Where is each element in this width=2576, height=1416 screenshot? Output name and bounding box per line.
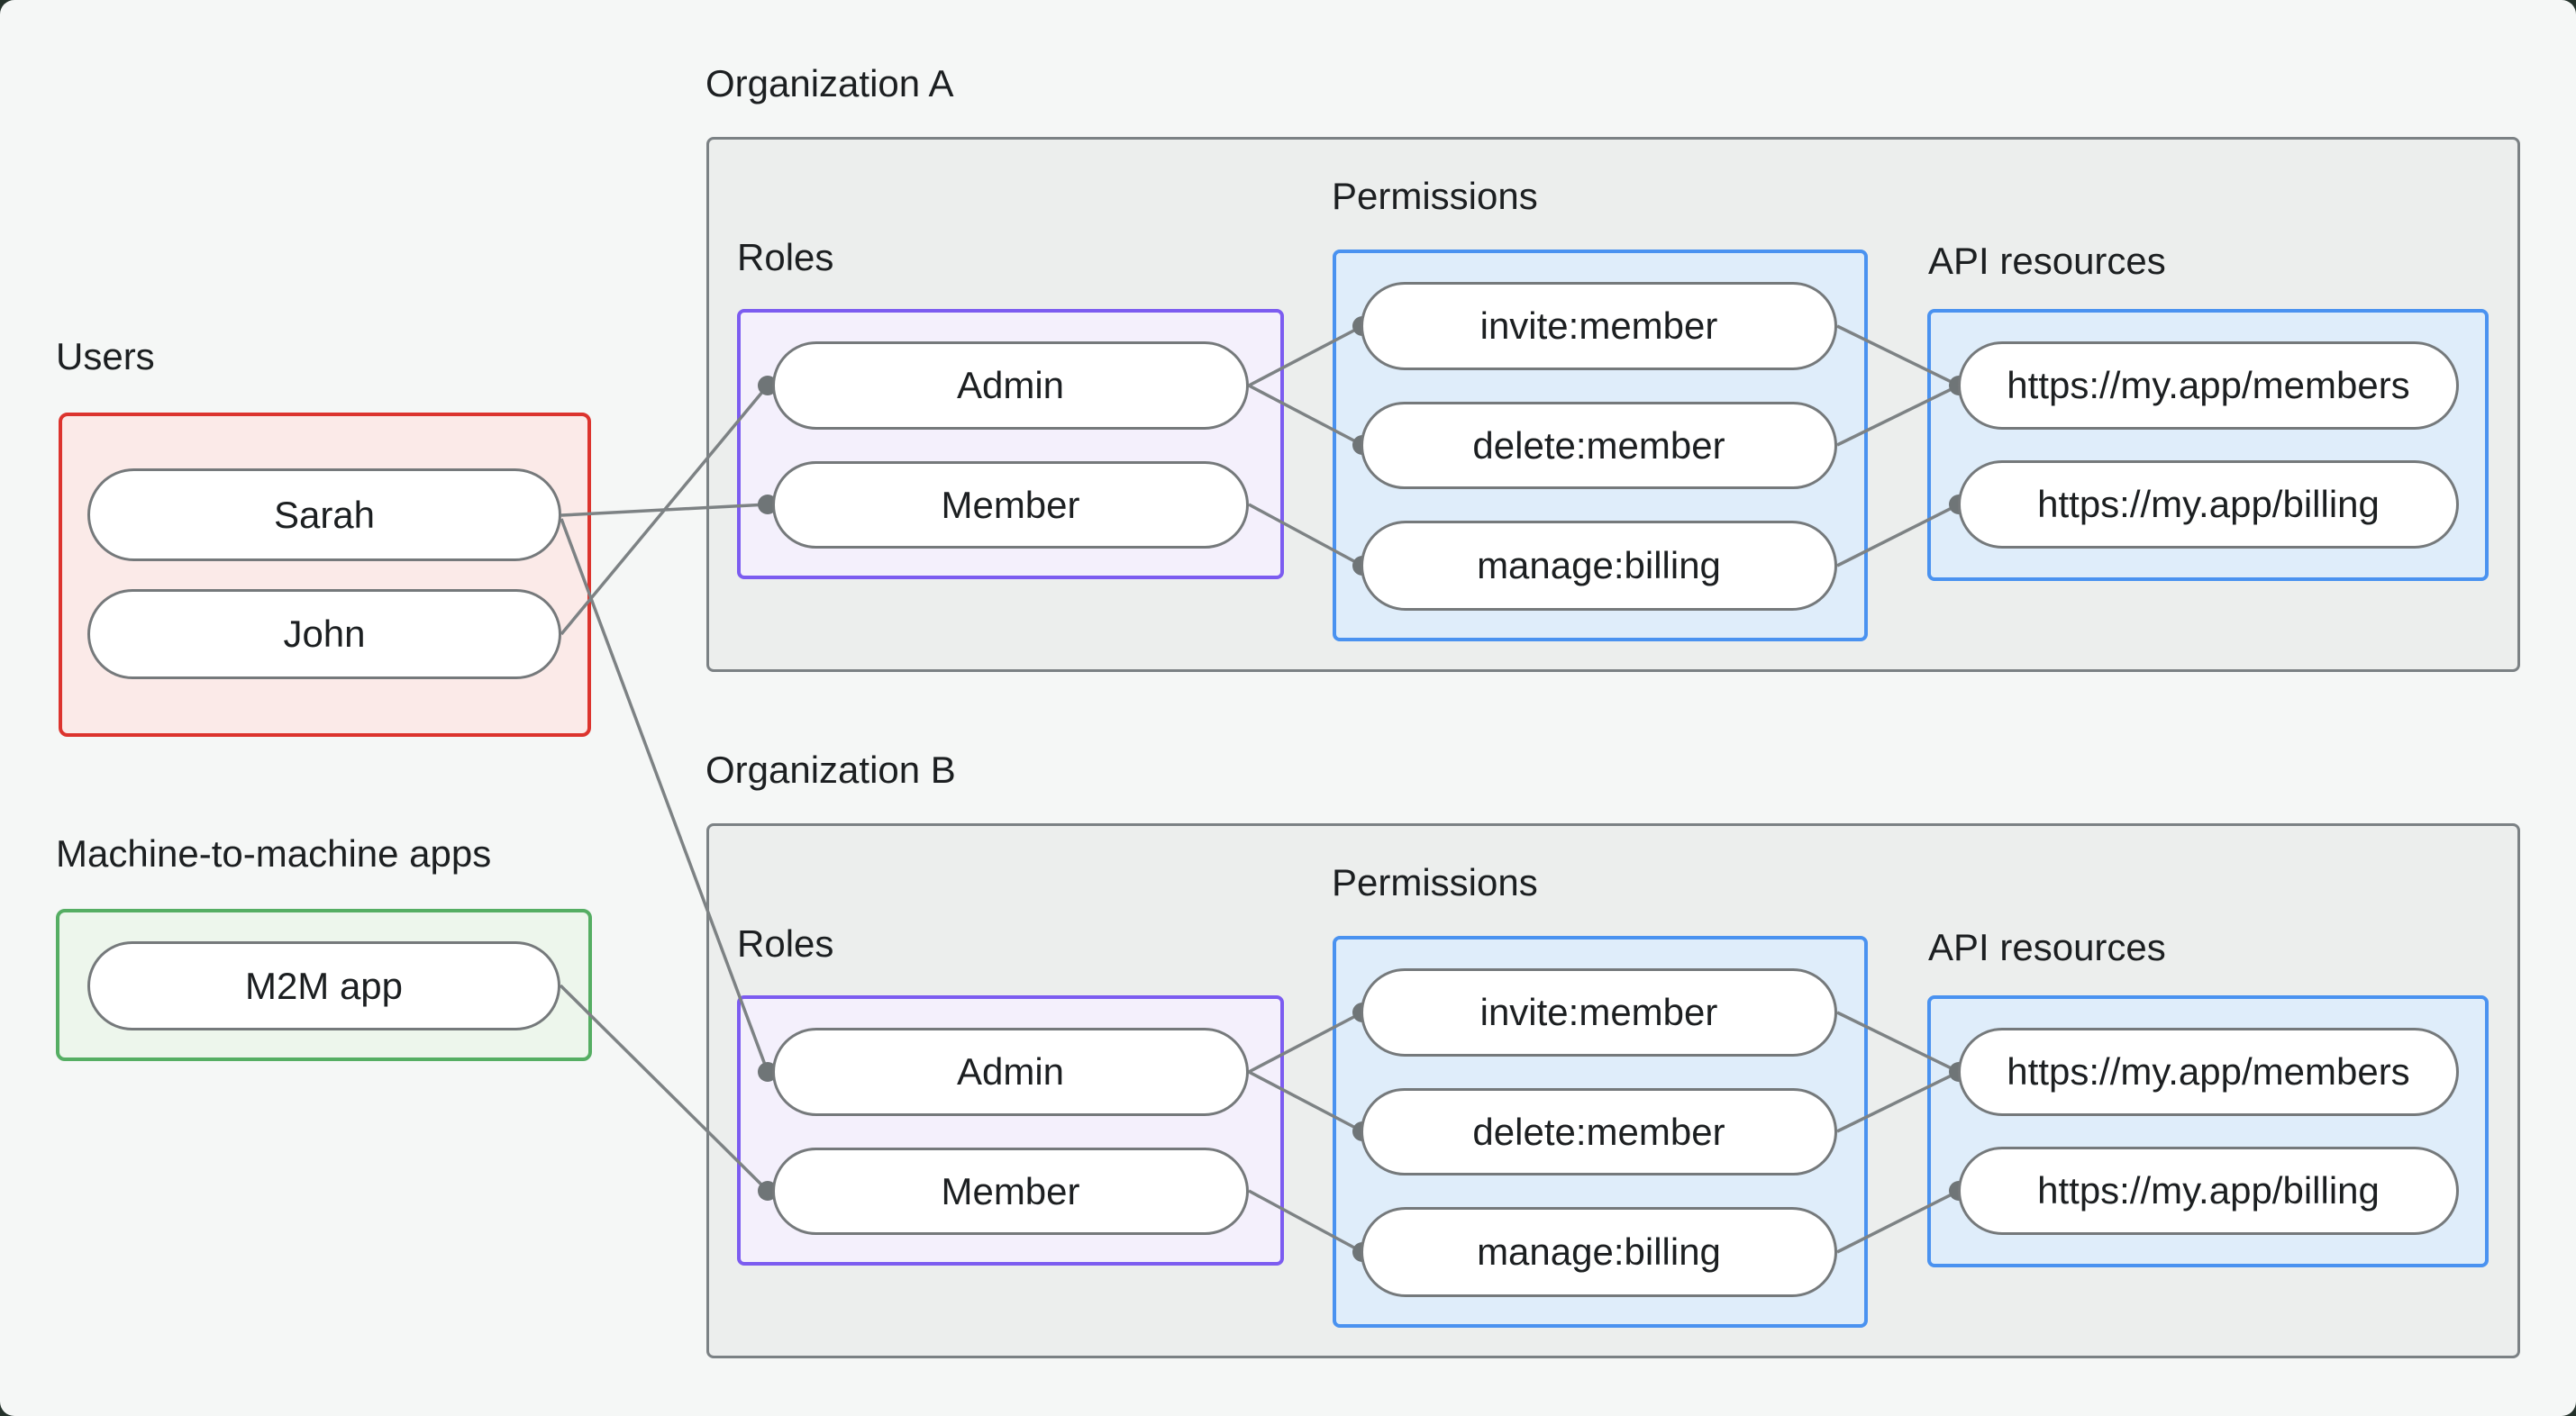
- org-a-role-member: Member: [772, 461, 1249, 549]
- edge-admin-invite-org-b: [1248, 1011, 1363, 1074]
- edge-manage-billing-org-b: [1836, 1189, 1960, 1254]
- org-b-permission-manage-billing: manage:billing: [1361, 1207, 1837, 1297]
- org-a-roles-label: Roles: [737, 236, 834, 278]
- edge-manage-billing-org-a: [1836, 503, 1960, 567]
- org-b-title: Organization B: [705, 749, 956, 791]
- edge-member-manage-org-a: [1248, 503, 1363, 567]
- edge-invite-members-org-a: [1836, 324, 1960, 387]
- users-section-label: Users: [56, 335, 155, 377]
- org-b-roles-label: Roles: [737, 922, 834, 965]
- user-node-john: John: [87, 589, 561, 679]
- org-b-api-resources-label: API resources: [1928, 926, 2166, 968]
- edge-sarah-admin-org-b: [560, 518, 769, 1073]
- users-group-box: [59, 413, 591, 737]
- org-a-permission-manage-billing: manage:billing: [1361, 521, 1837, 611]
- org-a-permissions-label: Permissions: [1332, 175, 1538, 217]
- m2m-app-node: M2M app: [87, 941, 560, 1030]
- org-a-permission-invite-member: invite:member: [1361, 282, 1837, 370]
- edge-john-admin-org-a: [560, 384, 769, 636]
- org-a-permission-delete-member: delete:member: [1361, 402, 1837, 489]
- edge-admin-delete-org-a: [1248, 384, 1363, 447]
- edge-delete-members-org-b: [1836, 1070, 1960, 1133]
- edge-admin-invite-org-a: [1248, 324, 1363, 387]
- org-a-role-admin: Admin: [772, 341, 1249, 430]
- org-b-api-billing: https://my.app/billing: [1958, 1147, 2459, 1235]
- edges-group: [559, 324, 1960, 1254]
- org-a-api-members: https://my.app/members: [1958, 341, 2459, 430]
- org-b-role-admin: Admin: [772, 1028, 1249, 1116]
- org-b-permission-invite-member: invite:member: [1361, 968, 1837, 1057]
- edge-m2m-member-org-b: [559, 984, 769, 1193]
- org-b-permissions-label: Permissions: [1332, 861, 1538, 903]
- edge-delete-members-org-a: [1836, 384, 1960, 447]
- org-a-title: Organization A: [705, 62, 954, 104]
- user-node-sarah: Sarah: [87, 468, 561, 561]
- org-a-api-billing: https://my.app/billing: [1958, 460, 2459, 549]
- org-b-permission-delete-member: delete:member: [1361, 1088, 1837, 1175]
- org-a-api-resources-label: API resources: [1928, 240, 2166, 282]
- org-b-role-member: Member: [772, 1148, 1249, 1235]
- edge-invite-members-org-b: [1836, 1011, 1960, 1074]
- edge-admin-delete-org-b: [1248, 1070, 1363, 1133]
- org-b-api-members: https://my.app/members: [1958, 1028, 2459, 1116]
- m2m-section-label: Machine-to-machine apps: [56, 832, 492, 875]
- edge-member-manage-org-b: [1248, 1189, 1363, 1254]
